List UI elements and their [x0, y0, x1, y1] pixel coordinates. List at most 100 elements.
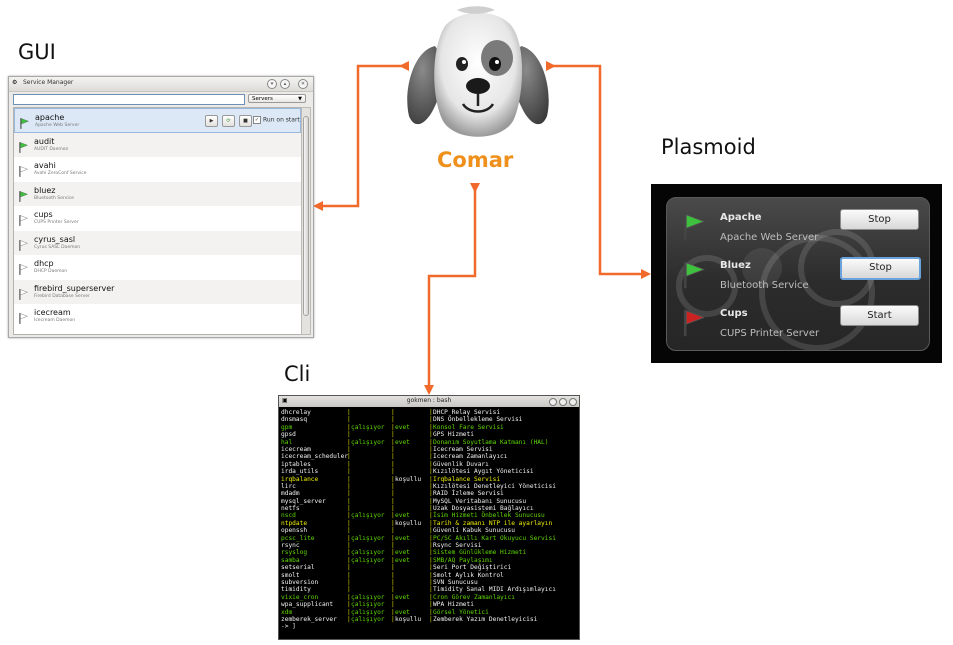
column-separator: |: [391, 460, 395, 468]
service-description: Smolt Aylık Kontrol: [433, 571, 504, 579]
terminal-line: gpm|çalışıyor|evet|Konsol Fare Servisi: [281, 424, 577, 431]
service-description: Uzak Dosyasistemi Bağlayıcı: [433, 505, 534, 513]
terminal-line: lirc|||Kızılötesi Denetleyici Yöneticisi: [281, 483, 577, 490]
maximize-button[interactable]: [559, 398, 567, 406]
service-description: AUDIT Daemon: [34, 146, 69, 152]
terminal-line: icecream_scheduler|||Icecream Zamanlayıc…: [281, 453, 577, 460]
run-on-start-checkbox[interactable]: ✓Run on start: [253, 116, 300, 124]
column-separator: |: [429, 490, 433, 498]
column-separator: |: [429, 497, 433, 505]
column-separator: |: [429, 468, 433, 476]
column-separator: |: [347, 468, 351, 476]
column-separator: |: [391, 497, 395, 505]
service-description: DNS Önbellekleme Servisi: [433, 416, 523, 424]
terminal-title: gokmen : bash: [406, 397, 452, 404]
column-separator: |: [347, 519, 351, 527]
close-button[interactable]: [569, 398, 577, 406]
terminal-line: irda_utils|||Kızılötesi Aygıt Yöneticisi: [281, 468, 577, 475]
service-autostart: koşullu: [395, 615, 422, 623]
flag-icon: [19, 285, 29, 300]
service-description: DHCP Relay Servisi: [433, 409, 501, 416]
prompt-text: -> ]: [281, 623, 296, 631]
window-titlebar[interactable]: ⚙ Service Manager ▾ ▴ ✕: [9, 77, 313, 92]
column-separator: |: [391, 423, 395, 431]
service-name: cyrus_sasl: [34, 234, 76, 244]
column-separator: |: [391, 586, 395, 594]
service-state: çalışıyor: [351, 549, 385, 557]
column-separator: |: [429, 564, 433, 572]
column-separator: |: [347, 527, 351, 535]
column-separator: |: [347, 512, 351, 520]
column-separator: |: [391, 409, 395, 416]
start-button[interactable]: ▶: [205, 115, 218, 127]
terminal-prompt[interactable]: -> ]: [281, 623, 577, 630]
search-input[interactable]: [13, 94, 245, 105]
service-name: avahi: [34, 161, 56, 170]
service-state: çalışıyor: [351, 423, 385, 431]
terminal-line: hal|çalışıyor|evet|Donanım Soyutlama Kat…: [281, 439, 577, 446]
minimize-button[interactable]: ▾: [267, 79, 277, 89]
service-autostart: evet: [395, 549, 410, 557]
column-separator: |: [429, 475, 433, 483]
terminal-line: subversion|||SVN Sunucusu: [281, 579, 577, 586]
close-button[interactable]: ✕: [298, 79, 308, 89]
terminal-titlebar[interactable]: ▣ gokmen : bash: [279, 396, 579, 407]
column-separator: |: [429, 460, 433, 468]
service-description: Görsel Yönetici: [433, 608, 489, 616]
column-separator: |: [429, 615, 433, 623]
minimize-button[interactable]: [549, 398, 557, 406]
column-separator: |: [347, 409, 351, 416]
column-separator: |: [347, 608, 351, 616]
filter-dropdown[interactable]: Servers ▼: [248, 94, 306, 103]
column-separator: |: [391, 431, 395, 439]
service-autostart: evet: [395, 534, 410, 542]
filter-selected: Servers: [252, 96, 273, 102]
service-autostart: koşullu: [395, 475, 422, 483]
service-state: çalışıyor: [351, 556, 385, 564]
column-separator: |: [347, 564, 351, 572]
service-description: RAID İzleme Servisi: [433, 490, 504, 498]
flag-icon: [19, 260, 29, 275]
stop-button[interactable]: Stop: [840, 257, 921, 280]
app-icon: ⚙: [12, 79, 18, 86]
flag-icon: [19, 236, 29, 251]
service-autostart: evet: [395, 593, 410, 601]
restart-button[interactable]: ⟳: [222, 115, 235, 127]
start-button[interactable]: Start: [840, 305, 919, 326]
service-name: dhcrelay: [281, 409, 311, 416]
column-separator: |: [429, 586, 433, 594]
column-separator: |: [429, 534, 433, 542]
service-description: Sistem Günlükleme Hizmeti: [433, 549, 527, 557]
column-separator: |: [429, 416, 433, 424]
service-name: ntpdate: [281, 519, 308, 527]
service-description: Güvenlik Duvarı: [433, 460, 489, 468]
service-name: mdadm: [281, 490, 300, 498]
column-separator: |: [391, 438, 395, 446]
run-on-start-label: Run on start: [263, 116, 300, 124]
service-description: Icecream Zamanlayıcı: [433, 453, 508, 461]
service-state: çalışıyor: [351, 593, 385, 601]
stop-button[interactable]: ■: [239, 115, 252, 127]
service-name: samba: [281, 556, 300, 564]
maximize-button[interactable]: ▴: [280, 79, 290, 89]
column-separator: |: [391, 527, 395, 535]
scrollbar[interactable]: [301, 107, 311, 335]
scrollbar-thumb[interactable]: [303, 116, 309, 316]
column-separator: |: [347, 578, 351, 586]
stop-button[interactable]: Stop: [840, 209, 919, 230]
comar-dog-mascot: [407, 6, 549, 137]
service-state: çalışıyor: [351, 615, 385, 623]
service-description: Kızılötesi Aygıt Yöneticisi: [433, 468, 534, 476]
terminal-line: iptables|||Güvenlik Duvarı: [281, 461, 577, 468]
terminal-line: netfs|||Uzak Dosyasistemi Bağlayıcı: [281, 505, 577, 512]
